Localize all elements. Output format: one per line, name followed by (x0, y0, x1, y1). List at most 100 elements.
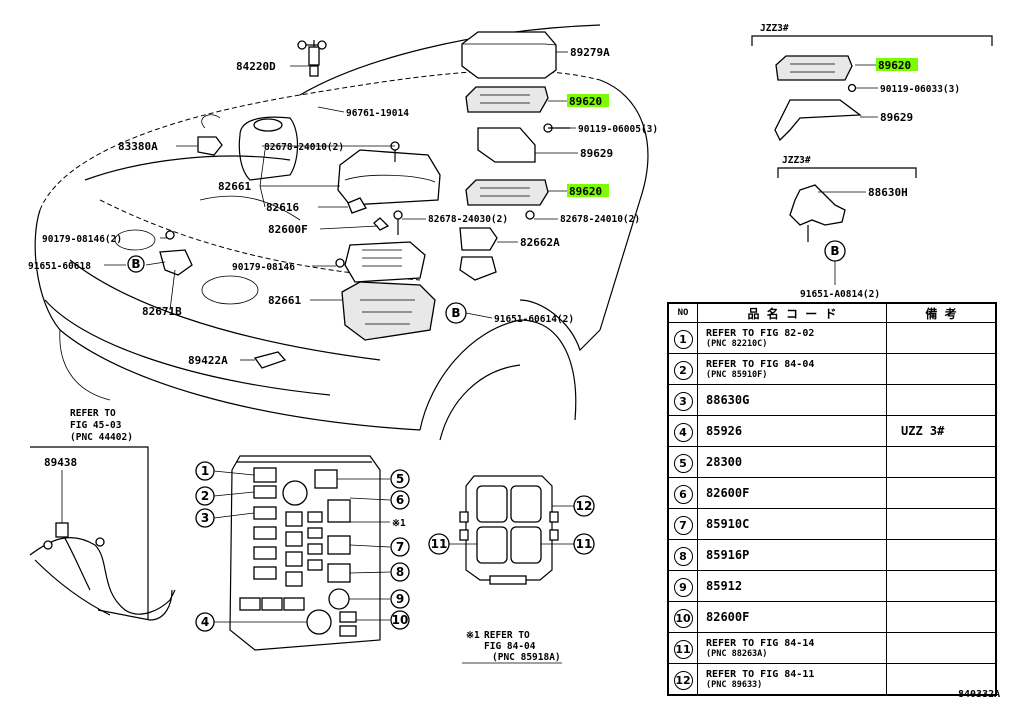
label-96761: 96761-19014 (346, 108, 409, 119)
table-row: 2 REFER TO FIG 84-04(PNC 85910F) (667, 353, 997, 385)
svg-text:(PNC 85918A): (PNC 85918A) (492, 652, 561, 663)
table-header-row: NO 品 名 コ ー ド 備 考 (667, 302, 997, 323)
row-note (886, 446, 997, 478)
row-part: REFER TO FIG 84-14 (706, 637, 815, 649)
svg-text:B: B (451, 306, 460, 320)
table-row: 8 85916P (667, 539, 997, 571)
svg-text:7: 7 (396, 540, 404, 554)
table-row: 4 85926 UZZ 3# (667, 415, 997, 447)
label-88630h: 88630H (868, 186, 908, 199)
part-labels: 84220D 89279A 96761-19014 83380A 89620 9… (28, 23, 960, 367)
row-note (886, 539, 997, 571)
svg-text:2: 2 (201, 489, 209, 503)
refer-text-1: REFER TO (70, 408, 116, 419)
row-number: 2 (673, 360, 693, 380)
leader-lines (104, 51, 578, 361)
row-number: 8 (673, 546, 693, 566)
jzz3-ecu-group (751, 35, 993, 242)
row-note (886, 632, 997, 664)
svg-text:B: B (830, 244, 839, 258)
label-91651-c: 91651-A0814(2) (800, 289, 880, 300)
row-pnc: (PNC 89633) (706, 679, 763, 690)
harness-89438: REFER TO FIG 45-03 (PNC 44402) 89438 (29, 408, 176, 621)
svg-text:※1: ※1 (466, 630, 480, 641)
row-number: 6 (673, 484, 693, 504)
label-91651-a: 91651-60618 (28, 261, 91, 272)
row-note (886, 384, 997, 416)
row-number: 1 (673, 329, 693, 349)
row-part: REFER TO FIG 82-02 (706, 327, 815, 339)
row-part: 85926 (697, 415, 887, 447)
label-jzz3-b: JZZ3# (782, 155, 811, 166)
label-82678-c: 82678-24010(2) (560, 214, 640, 225)
table-row: 9 85912 (667, 570, 997, 602)
svg-text:10: 10 (392, 613, 409, 627)
row-part: REFER TO FIG 84-04 (706, 358, 815, 370)
svg-text:1: 1 (201, 464, 209, 478)
label-82671b: 82671B (142, 305, 182, 318)
table-row: 5 28300 (667, 446, 997, 478)
row-part: 85912 (697, 570, 887, 602)
parts-legend-table: NO 品 名 コ ー ド 備 考 1 REFER TO FIG 82-02 (PN… (667, 302, 997, 696)
label-jzz3-a: JZZ3# (760, 23, 789, 34)
row-number: 3 (673, 391, 693, 411)
quad-relay-block: 11 11 12 (428, 475, 595, 585)
label-89620-c: 89620 (878, 59, 911, 72)
svg-text:6: 6 (396, 493, 404, 507)
label-89422a: 89422A (188, 354, 228, 367)
label-90119-b: 90119-06033(3) (880, 84, 960, 95)
svg-text:B: B (131, 257, 140, 271)
row-number: 5 (673, 453, 693, 473)
svg-text:REFER TO: REFER TO (484, 630, 530, 641)
svg-text:11: 11 (431, 537, 448, 551)
row-number: 12 (673, 670, 693, 690)
row-note (886, 601, 997, 633)
row-pnc: (PNC 88263A) (706, 648, 768, 659)
label-82678-a: 82678-24010(2) (264, 142, 344, 153)
row-note (886, 322, 997, 354)
svg-text:9: 9 (396, 592, 404, 606)
svg-text:3: 3 (201, 511, 209, 525)
row-number: 11 (673, 639, 693, 659)
svg-text:5: 5 (396, 472, 404, 486)
refer-text-2: FIG 45-03 (70, 420, 122, 431)
label-90119-a: 90119-06005(3) (578, 124, 658, 135)
label-90179-a: 90179-08146(2) (42, 234, 122, 245)
svg-text:11: 11 (576, 537, 593, 551)
drawing-code: 840332A (958, 689, 1001, 700)
svg-text:※1: ※1 (392, 518, 406, 529)
label-82661-b: 82661 (268, 294, 301, 307)
car-body-outline (34, 24, 649, 441)
label-84220d: 84220D (236, 60, 276, 73)
row-note (886, 570, 997, 602)
row-note (886, 477, 997, 509)
row-number: 9 (673, 577, 693, 597)
label-90179-b: 90179-08146 (232, 262, 295, 273)
row-part: 85916P (697, 539, 887, 571)
label-89620-a: 89620 (569, 95, 602, 108)
label-82661-a: 82661 (218, 180, 251, 193)
engine-bay-parts (159, 31, 570, 369)
row-part: 88630G (697, 384, 887, 416)
row-number: 4 (673, 422, 693, 442)
label-89629-b: 89629 (880, 111, 913, 124)
label-83380a: 83380A (118, 140, 158, 153)
b-markers: B B B (127, 240, 846, 324)
row-note (886, 663, 997, 696)
relay-block (229, 455, 381, 651)
label-89279a: 89279A (570, 46, 610, 59)
label-82600f: 82600F (268, 223, 308, 236)
refer-text-3: (PNC 44402) (70, 432, 133, 443)
label-89438: 89438 (44, 456, 77, 469)
row-part: 82600F (697, 601, 887, 633)
table-row: 12 REFER TO FIG 84-11(PNC 89633) (667, 663, 997, 696)
table-row: 10 82600F (667, 601, 997, 633)
label-82678-b: 82678-24030(2) (428, 214, 508, 225)
svg-text:4: 4 (201, 615, 209, 629)
table-row: 6 82600F (667, 477, 997, 509)
header-no: NO (667, 302, 698, 323)
svg-text:12: 12 (576, 499, 593, 513)
svg-text:FIG 84-04: FIG 84-04 (484, 641, 536, 652)
label-82662a: 82662A (520, 236, 560, 249)
